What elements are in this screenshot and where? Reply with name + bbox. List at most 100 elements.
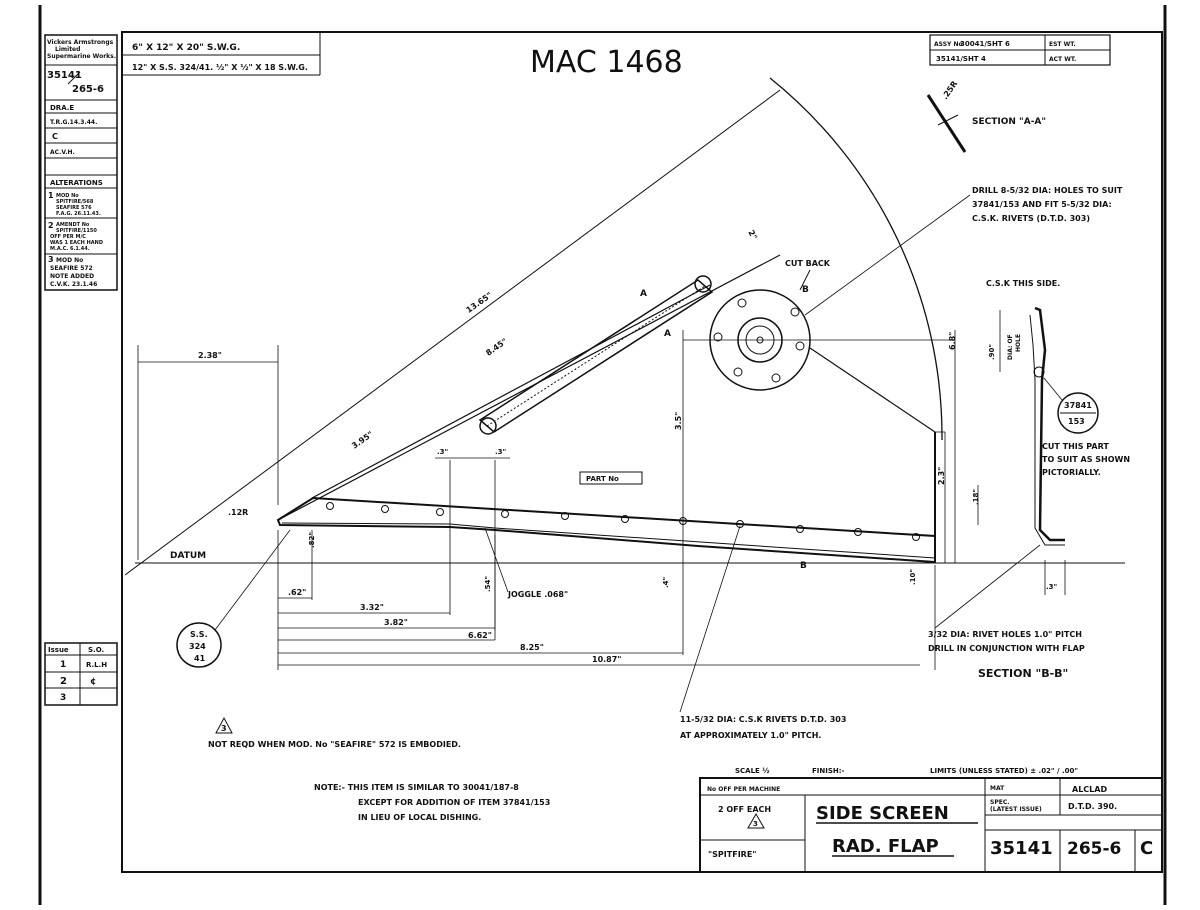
note-line-2: EXCEPT FOR ADDITION OF ITEM 37841/153: [358, 798, 550, 807]
issue-2: 2: [60, 676, 67, 687]
dim-3bb: .3": [1046, 583, 1057, 591]
note-line-3: IN LIEU OF LOCAL DISHING.: [358, 813, 481, 822]
r25-label: .25R: [940, 79, 959, 101]
issue-3: 3: [60, 693, 66, 703]
mat-value: ALCLAD: [1072, 785, 1107, 794]
section-bb: C.S.K THIS SIDE. .90" DIA: OF HOLE 37841…: [928, 279, 1130, 680]
svg-text:SEAFIRE 572: SEAFIRE 572: [50, 265, 93, 272]
dim-3a: .3": [437, 448, 448, 456]
material-line-1: 6" X 12" X 20" S.W.G.: [132, 43, 240, 53]
dim-82: .82": [308, 532, 316, 548]
no-off-label: No OFF PER MACHINE: [707, 786, 780, 793]
dim-6-8: 6.8": [948, 332, 957, 350]
title-line-1: SIDE SCREEN: [816, 803, 949, 824]
approval-drawn: DRA.E: [50, 104, 74, 112]
alteration-3: 3 MOD No SEAFIRE 572 NOTE ADDED C.V.K. 2…: [48, 255, 97, 288]
svg-text:SPITFIRE/568: SPITFIRE/568: [56, 199, 94, 205]
issue-letter: C: [1140, 838, 1153, 859]
svg-text:41: 41: [194, 654, 206, 663]
rivet-holes: [326, 502, 920, 541]
dim-2-38: 2.38": [198, 351, 222, 360]
title-block: SCALE ½ FINISH:- LIMITS (UNLESS STATED) …: [699, 767, 1163, 873]
ss-circle: [176, 622, 222, 668]
svg-text:F.A.G. 26.11.43.: F.A.G. 26.11.43.: [56, 211, 101, 217]
section-marker-b1: B: [802, 285, 809, 295]
section-marker-a2: A: [664, 329, 671, 339]
item-circle: [1057, 392, 1099, 434]
section-aa: .25R SECTION "A-A": [926, 79, 1046, 153]
material-header: 6" X 12" X 20" S.W.G. 12" X S.S. 324/41.…: [122, 32, 321, 76]
mod-note: NOT REQD WHEN MOD. No "SEAFIRE" 572 IS E…: [208, 740, 461, 749]
issue-header: Issue: [48, 646, 69, 654]
scale-label: SCALE ½: [735, 767, 770, 775]
mod-note-tri: 3: [221, 724, 227, 733]
joggle-label: JOGGLE .068": [507, 590, 568, 599]
rivet-note-bb-1: 3/32 DIA: RIVET HOLES 1.0" PITCH: [928, 630, 1082, 639]
handwritten-id: MAC 1468: [530, 45, 683, 80]
svg-text:MOD No: MOD No: [56, 257, 83, 264]
approval-checked: C: [52, 132, 58, 141]
svg-text:SEAFIRE 576: SEAFIRE 576: [56, 205, 92, 211]
svg-text:WAS 1 EACH HAND: WAS 1 EACH HAND: [50, 240, 103, 246]
svg-text:1: 1: [48, 191, 54, 200]
svg-text:MOD No: MOD No: [56, 193, 79, 199]
hub-bolts: [713, 298, 805, 383]
notes: 3 NOT REQD WHEN MOD. No "SEAFIRE" 572 IS…: [208, 716, 550, 822]
dim-3-82: 3.82": [384, 618, 408, 627]
svg-text:153: 153: [1068, 417, 1085, 426]
dim-8-25: 8.25": [520, 643, 544, 652]
section-bb-label: SECTION "B-B": [978, 667, 1068, 680]
svg-text:M.A.C. 6.1.44.: M.A.C. 6.1.44.: [50, 246, 90, 252]
aircraft-label: "SPITFIRE": [708, 850, 756, 859]
note-line-1: NOTE:- THIS ITEM IS SIMILAR TO 30041/187…: [314, 783, 519, 792]
sidebar-number-top: 35141: [47, 70, 82, 81]
alteration-1: 1 MOD No SPITFIRE/568 SEAFIRE 576 F.A.G.…: [48, 191, 101, 217]
svg-text:324: 324: [189, 642, 206, 651]
section-aa-label: SECTION "A-A": [972, 117, 1046, 127]
drill-note-3: C.S.K. RIVETS (D.T.D. 303): [972, 214, 1090, 223]
sidebar-number-bottom: 265-6: [72, 84, 104, 95]
dim-13-65: 13.65": [465, 291, 494, 315]
sidebar: Vickers Armstrongs Limited Supermarine W…: [44, 34, 118, 706]
svg-text:ASSY No: ASSY No: [934, 41, 963, 48]
bottom-dimensions: [137, 330, 956, 670]
svg-text:2: 2: [48, 221, 54, 230]
section-marker-b2: B: [800, 561, 807, 571]
svg-text:AMENDT No: AMENDT No: [56, 222, 90, 228]
material-line-2: 12" X S.S. 324/41. ½" X ½" X 18 S.W.G.: [132, 62, 308, 72]
dim-10: .10": [909, 569, 917, 585]
act-wt: ACT WT.: [1049, 56, 1076, 63]
dim-2-3: 2.3": [937, 467, 946, 485]
cut-note-2: TO SUIT AS SHOWN: [1042, 455, 1130, 464]
svg-text:S.S.: S.S.: [190, 630, 208, 639]
no-off-tri: 3: [753, 820, 758, 828]
alterations-title: ALTERATIONS: [50, 179, 103, 187]
drawing-no: 35141: [990, 838, 1053, 859]
datum-label: DATUM: [170, 551, 206, 561]
flap-body: [276, 496, 936, 564]
dim-10-87: 10.87": [592, 655, 621, 664]
drawing-frame: [121, 31, 1163, 873]
title-line-2: RAD. FLAP: [832, 836, 939, 857]
alteration-2: 2 AMENDT No SPITFIRE/1150 OFF PER M/C WA…: [48, 221, 103, 252]
dim-3-32: 3.32": [360, 603, 384, 612]
svg-text:37841: 37841: [1064, 401, 1092, 410]
section-marker-a1: A: [640, 289, 647, 299]
sheet-no: 265-6: [1067, 839, 1121, 859]
drill-note-2: 37841/153 AND FIT 5-5/32 DIA:: [972, 200, 1112, 209]
svg-text:NOTE ADDED: NOTE ADDED: [50, 273, 94, 280]
limits-label: LIMITS (UNLESS STATED) ± .02" / .00": [930, 767, 1078, 775]
svg-text:SPITFIRE/1150: SPITFIRE/1150: [56, 228, 97, 234]
company-line-1: Vickers Armstrongs: [47, 39, 114, 46]
rivet-note-main-1: 11-5/32 DIA: C.S.K RIVETS D.T.D. 303: [680, 715, 846, 724]
rivet-note-main-2: AT APPROXIMATELY 1.0" PITCH.: [680, 731, 821, 740]
csk-this-side: C.S.K THIS SIDE.: [986, 279, 1060, 288]
dim-62: .62": [288, 588, 306, 597]
issue-2-so: ¢: [90, 677, 96, 687]
assy-no-1: 30041/SHT 6: [960, 40, 1010, 48]
svg-text:OFF PER M/C: OFF PER M/C: [50, 234, 86, 240]
no-off-value: 2 OFF EACH: [718, 805, 771, 814]
dim-2-top: 2": [746, 229, 759, 242]
assy-no-2: 35141/SHT 4: [936, 55, 986, 63]
